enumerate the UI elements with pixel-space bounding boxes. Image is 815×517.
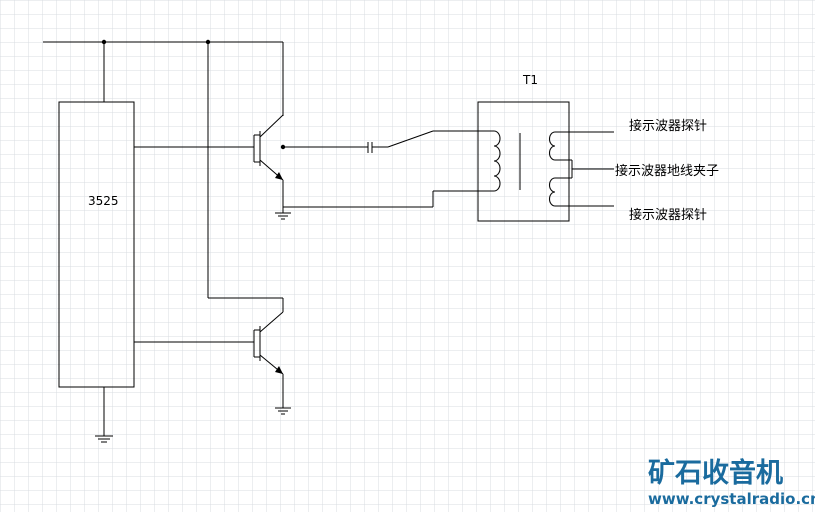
transistor-upper: [134, 112, 368, 220]
secondary-coil-bottom: [548, 177, 556, 207]
watermark-title: 矿石收音机: [648, 457, 783, 489]
supply-rail: [43, 39, 284, 312]
watermark-url: www.crystalradio.cn: [648, 490, 815, 508]
output-label-bottom: 接示波器探针: [629, 207, 707, 223]
ic-body: [58, 101, 135, 388]
transistor-lower: [134, 311, 291, 415]
output-leads: [555, 131, 614, 207]
ic-3525: 3525: [58, 101, 135, 443]
primary-coil: [493, 130, 501, 192]
ground-symbol: [275, 407, 291, 415]
ic-label: 3525: [88, 194, 119, 208]
watermark: 矿石收音机 www.crystalradio.cn: [648, 457, 815, 508]
capacitor: [367, 142, 388, 153]
switch: [387, 130, 494, 148]
transformer-label: T1: [522, 73, 538, 87]
output-label-middle: 接示波器地线夹子: [615, 163, 719, 179]
transformer-t1: T1: [477, 73, 570, 222]
return-wire: [283, 190, 494, 208]
output-label-top: 接示波器探针: [629, 118, 707, 134]
ground-symbol: [95, 435, 113, 443]
transformer-box: [477, 101, 570, 222]
secondary-coil-top: [548, 131, 556, 161]
